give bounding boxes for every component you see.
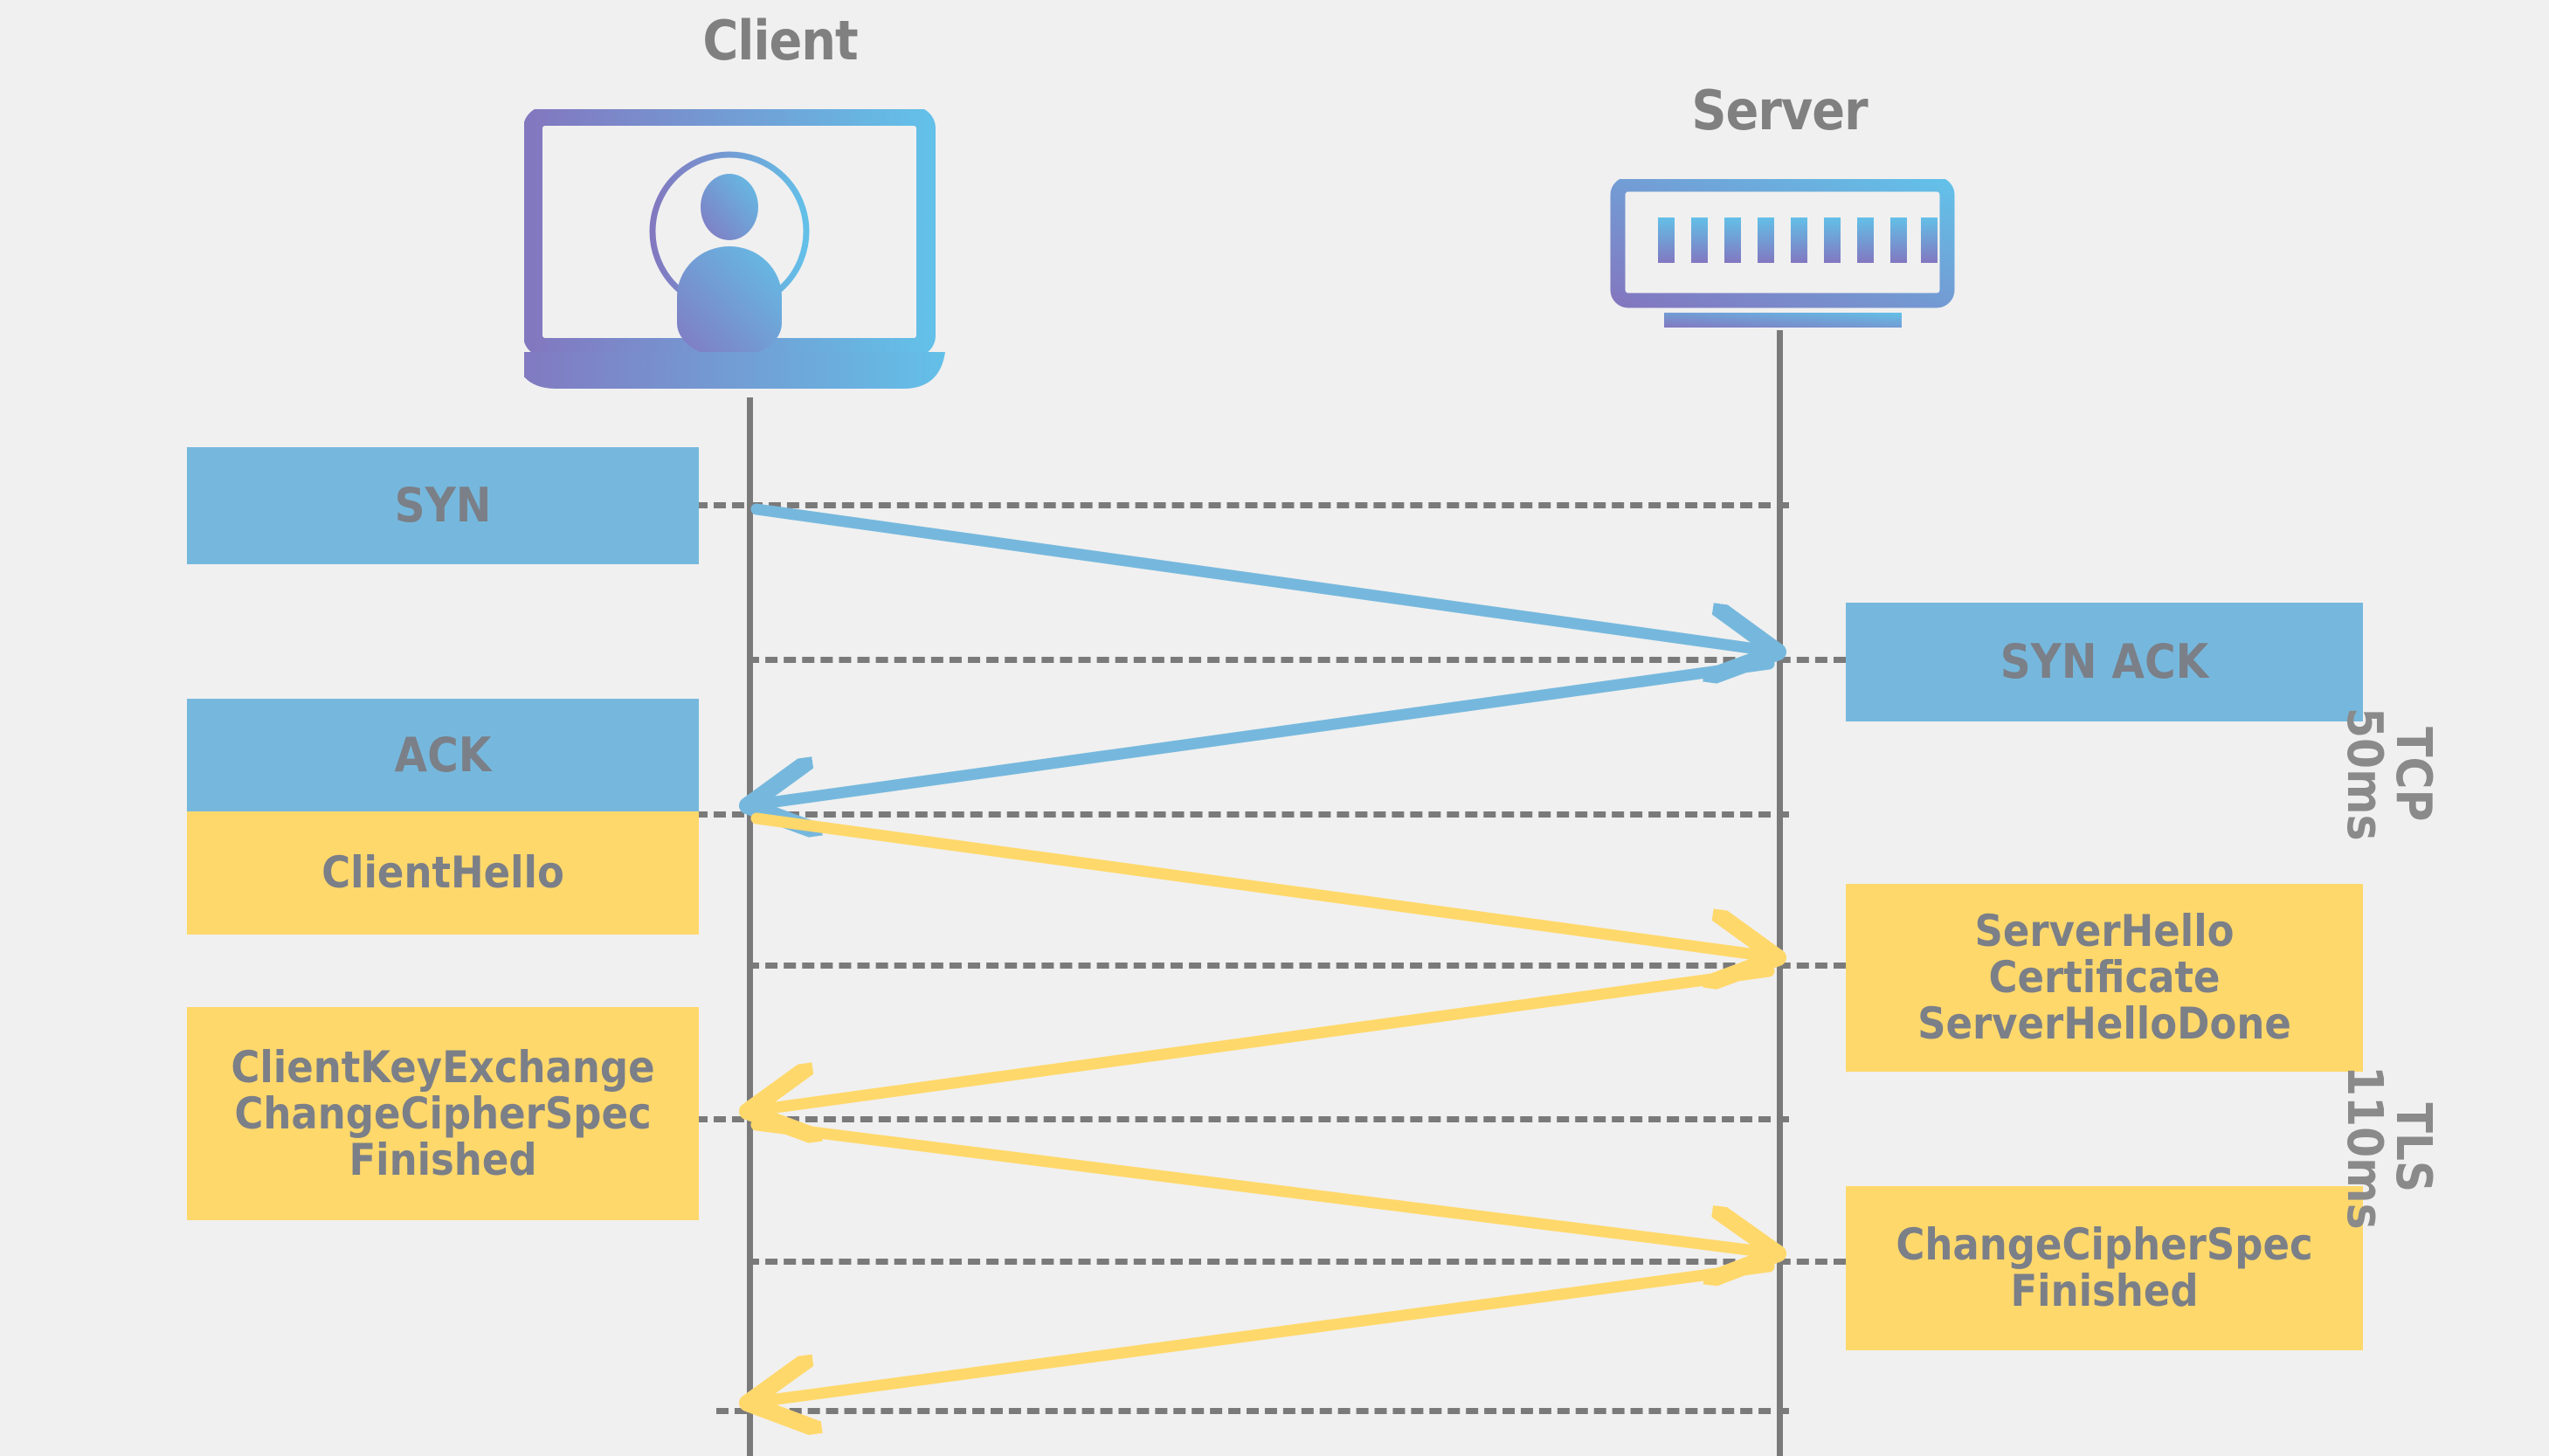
phase-duration-tls: 110ms: [2336, 1066, 2393, 1230]
message-label-server-hello-2: Certificate: [1988, 952, 2221, 1003]
message-label-server-ccs-2: Finished: [2010, 1266, 2199, 1316]
message-label-client-key-exchange-3: Finished: [349, 1134, 537, 1185]
client-title: Client: [702, 9, 858, 72]
timeline-divider-3: [695, 811, 1789, 818]
arrow-syn-ack: [756, 658, 1775, 804]
arrow-server-change-cipher-spec: [756, 1260, 1775, 1402]
arrow-client-key-exchange: [750, 1119, 1769, 1252]
arrow-client-hello: [750, 812, 1769, 956]
message-box-client-key-exchange[interactable]: ClientKeyExchange ChangeCipherSpec Finis…: [187, 1007, 699, 1220]
timeline-divider-5: [695, 1116, 1789, 1122]
arrow-server-hello: [756, 965, 1775, 1110]
timeline-divider-1: [695, 502, 1789, 508]
server-title: Server: [1691, 79, 1868, 142]
message-box-syn-ack[interactable]: SYN ACK: [1846, 603, 2363, 721]
client-lifeline: [747, 397, 753, 1456]
message-label-server-hello-1: ServerHello: [1974, 906, 2235, 956]
phase-label-tcp: TCP 50ms: [2336, 707, 2442, 841]
server-rack-icon: [1610, 179, 1955, 328]
laptop-user-icon: [524, 109, 945, 389]
message-box-syn[interactable]: SYN: [187, 447, 699, 564]
arrow-syn: [750, 503, 1769, 651]
message-label-client-hello: ClientHello: [321, 847, 564, 898]
message-label-syn-ack: SYN ACK: [2000, 634, 2209, 690]
server-lifeline: [1777, 330, 1783, 1456]
phase-name-tcp: TCP: [2385, 727, 2442, 822]
timeline-divider-4: [747, 963, 1846, 969]
message-box-server-hello[interactable]: ServerHello Certificate ServerHelloDone: [1846, 884, 2363, 1072]
message-box-client-hello[interactable]: ClientHello: [187, 811, 699, 935]
message-label-syn: SYN: [394, 478, 492, 534]
timeline-divider-2: [747, 657, 1846, 663]
phase-name-tls: TLS: [2385, 1102, 2442, 1193]
message-label-server-ccs-1: ChangeCipherSpec: [1896, 1219, 2313, 1270]
phase-duration-tcp: 50ms: [2336, 707, 2393, 841]
message-label-server-hello-3: ServerHelloDone: [1917, 998, 2291, 1049]
message-box-ack[interactable]: ACK: [187, 699, 699, 811]
message-label-client-key-exchange-2: ChangeCipherSpec: [234, 1087, 652, 1139]
timeline-divider-6: [747, 1259, 1846, 1265]
message-label-ack: ACK: [394, 727, 492, 783]
message-box-server-change-cipher-spec[interactable]: ChangeCipherSpec Finished: [1846, 1186, 2363, 1350]
phase-label-tls: TLS 110ms: [2336, 1066, 2442, 1230]
message-label-client-key-exchange-1: ClientKeyExchange: [231, 1041, 655, 1093]
timeline-divider-7: [716, 1408, 1789, 1414]
